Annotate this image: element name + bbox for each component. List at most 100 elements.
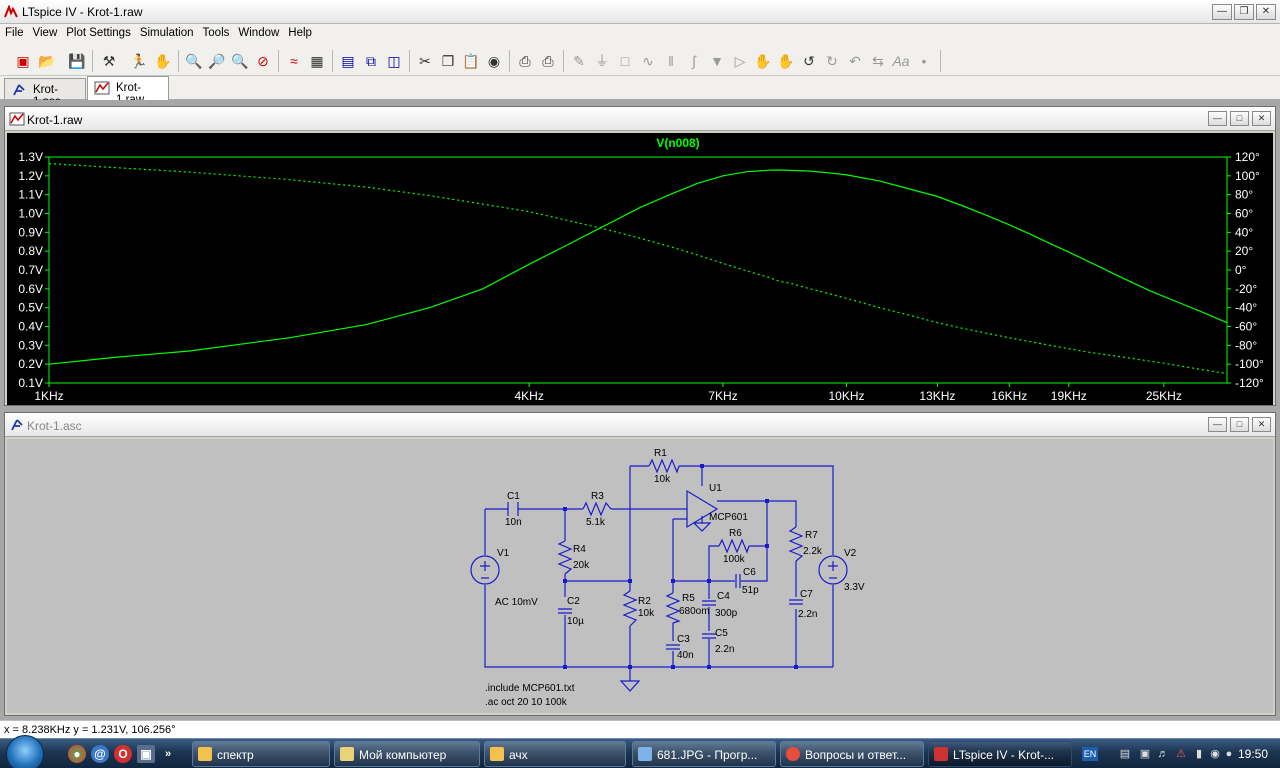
maximize-icon[interactable]: □ [1230,417,1249,432]
show-desktop-icon[interactable]: ▣ [137,745,155,763]
paste-icon[interactable]: 📋 [462,53,480,69]
mail-icon[interactable]: @ [91,745,109,763]
windows-taskbar: ● @ O ▣ » спектр Мой компьютер ачх 681.J… [0,735,1280,768]
run-icon[interactable]: 🏃 [130,53,148,69]
opera-icon[interactable]: O [114,745,132,763]
ref-c6: C6 [743,567,756,578]
monitor-icon[interactable]: ▣ [1139,748,1151,760]
language-indicator[interactable]: EN [1082,747,1098,761]
zoom-pan-icon[interactable]: 🔎 [208,53,226,69]
rotate-icon[interactable]: ↶ [849,53,861,69]
control-panel-icon[interactable]: ⚒ [102,53,116,69]
tray-app-icon[interactable]: ● [1225,748,1233,760]
tab-waveform[interactable]: Krot-1.raw [87,76,169,106]
new-schematic-icon[interactable]: ▣ [16,53,30,69]
y-left-tick-label: 1.2V [18,169,43,183]
menu-tools[interactable]: Tools [202,27,230,39]
zoom-out-icon[interactable]: 🔍 [231,53,249,69]
y-left-tick-label: 0.6V [18,282,43,296]
redo-icon[interactable]: ↻ [826,53,838,69]
tile-vertical-icon[interactable]: ◫ [387,53,401,69]
taskbar-button-image-viewer[interactable]: 681.JPG - Прогр... [632,741,776,767]
text-icon[interactable]: Aa [892,53,910,69]
close-icon[interactable]: ✕ [1256,4,1276,20]
warning-icon[interactable]: ⚠ [1176,748,1186,760]
restore-icon[interactable]: ❐ [1234,4,1254,20]
start-button-icon[interactable] [6,735,44,768]
print-setup-icon[interactable]: ⎙ [519,53,531,69]
taskbar-button-my-computer[interactable]: Мой компьютер [334,741,480,767]
capacitor-icon[interactable]: ‖ [668,53,674,69]
network-icon[interactable]: ▤ [1119,748,1131,760]
volume-icon[interactable]: ♬ [1157,748,1169,760]
ref-c5: C5 [715,628,728,639]
save-icon[interactable]: 💾 [68,53,86,69]
battery-icon[interactable]: ▮ [1195,748,1203,760]
mirror-icon[interactable]: ⇆ [872,53,884,69]
ground-icon[interactable]: ⏚ [595,53,609,69]
x-tick-label: 16KHz [991,389,1027,403]
y-right-tick-label: -20° [1235,282,1257,296]
x-tick-label: 1KHz [34,389,63,403]
y-right-tick-label: -60° [1235,320,1257,334]
menu-help[interactable]: Help [288,27,312,39]
find-icon[interactable]: ◉ [487,53,501,69]
drag-icon[interactable]: ✋ [777,53,795,69]
menu-view[interactable]: View [32,27,58,39]
spice-directive-ac[interactable]: .ac oct 20 10 100k [485,697,568,708]
autorange-icon[interactable]: ≈ [290,53,298,69]
zoom-in-icon[interactable]: 🔍 [185,53,203,69]
schematic-canvas[interactable]: R1 10k C1 10n R3 5.1k U1 MCP601 R6 100k … [7,439,1273,713]
maximize-icon[interactable]: □ [1230,111,1249,126]
ref-u1: U1 [709,483,722,494]
tab-schematic[interactable]: Krot-1.asc [4,78,86,108]
menu-window[interactable]: Window [238,27,280,39]
system-clock[interactable]: 19:50 [1237,747,1268,761]
move-icon[interactable]: ✋ [754,53,772,69]
wire [484,509,833,668]
window-title: LTspice IV - Krot-1.raw [22,5,143,19]
close-icon[interactable]: ✕ [1252,111,1271,126]
menu-simulation[interactable]: Simulation [139,27,194,39]
minimize-icon[interactable]: — [1208,417,1227,432]
more-quicklaunch-icon[interactable]: » [164,748,172,760]
wire [709,546,768,582]
spice-directive-icon[interactable]: • [921,53,927,69]
minimize-icon[interactable]: — [1208,111,1227,126]
menu-file[interactable]: File [5,27,24,39]
halt-icon[interactable]: ✋ [154,53,172,69]
zoom-cancel-icon[interactable]: ⊘ [257,53,269,69]
antivirus-icon[interactable]: ◉ [1210,748,1220,760]
minimize-icon[interactable]: — [1212,4,1232,20]
cut-icon[interactable]: ✂ [419,53,431,69]
spice-directive-include[interactable]: .include MCP601.txt [485,683,575,694]
taskbar-button-achx[interactable]: ачх [484,741,626,767]
component-icon[interactable]: ▷ [734,53,746,69]
taskbar-button-spektr[interactable]: спектр [192,741,330,767]
menu-plot-settings[interactable]: Plot Settings [66,27,131,39]
undo-icon[interactable]: ↺ [803,53,815,69]
tile-horizontal-icon[interactable]: ▤ [341,53,355,69]
diode-icon[interactable]: ▼ [710,53,724,69]
label-net-icon[interactable]: □ [620,53,630,69]
print-icon[interactable]: ⎙ [542,53,554,69]
copy-icon[interactable]: ❐ [441,53,455,69]
waveform-chart[interactable]: V(n008)1.3V1.2V1.1V1.0V0.9V0.8V0.7V0.6V0… [7,133,1273,405]
taskbar-button-browser[interactable]: Вопросы и ответ... [780,741,924,767]
chrome-icon[interactable]: ● [68,745,86,763]
resistor-icon[interactable]: ∿ [642,53,654,69]
cascade-icon[interactable]: ⧉ [366,53,376,69]
visible-traces-icon[interactable]: ▦ [310,53,324,69]
y-right-tick-label: -80° [1235,338,1257,352]
y-left-tick-label: 0.5V [18,301,43,315]
wire-icon[interactable]: ✎ [573,53,585,69]
inductor-icon[interactable]: ∫ [692,53,696,69]
toolbar: ▣ 📂 💾 ⚒ 🏃 ✋ 🔍 🔎 🔍 ⊘ ≈ ▦ ▤ ⧉ ◫ ✂ ❐ 📋 ◉ ⎙ … [0,44,1280,76]
taskbar-button-ltspice[interactable]: LTspice IV - Krot-... [928,741,1072,767]
close-icon[interactable]: ✕ [1252,417,1271,432]
waveform-window-title: Krot-1.raw [27,113,83,127]
schematic-drawing[interactable]: R1 10k C1 10n R3 5.1k U1 MCP601 R6 100k … [7,439,1273,713]
open-icon[interactable]: 📂 [38,53,56,69]
